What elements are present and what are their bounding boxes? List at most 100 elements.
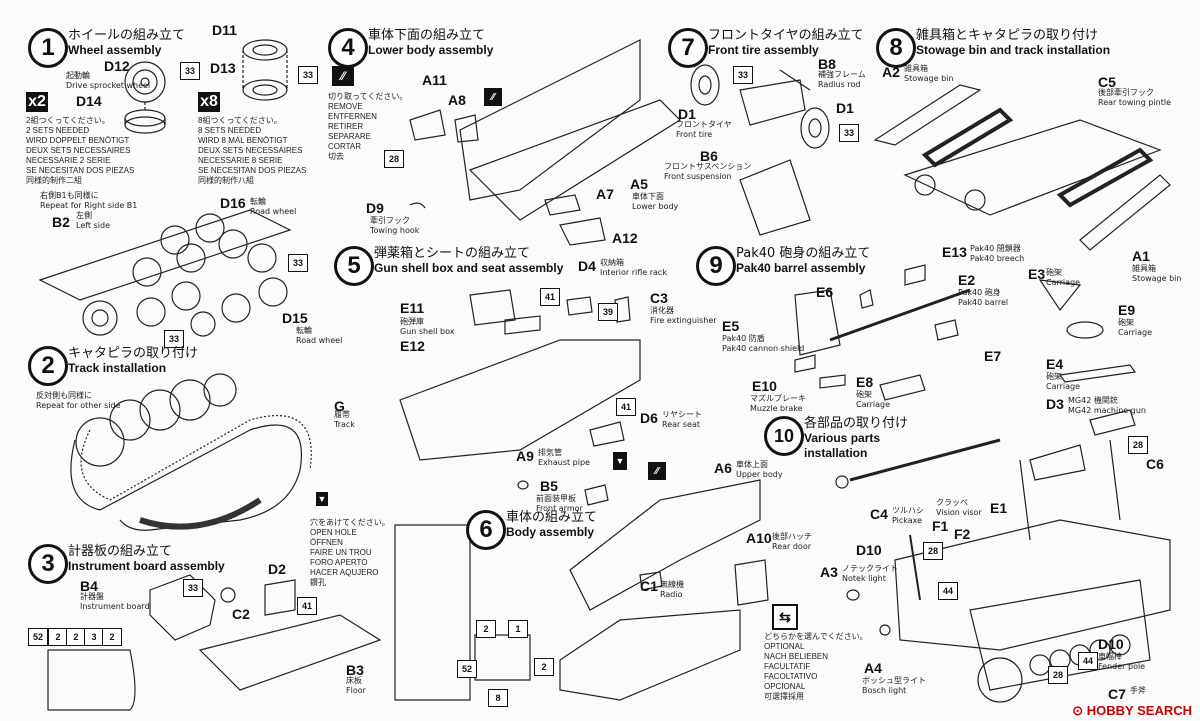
step-title-en: Lower body assembly bbox=[368, 43, 494, 57]
step-9: 9 Pak40 砲身の組み立て Pak40 barrel assembly bbox=[696, 246, 870, 286]
part-sub-jp: リヤシート bbox=[662, 410, 702, 419]
part-number-badge: 33 bbox=[733, 66, 753, 84]
part-sub-en: Notek light bbox=[842, 574, 886, 583]
part-sub-jp: 車幅棒 bbox=[1098, 652, 1122, 661]
part-label: D3 bbox=[1046, 396, 1064, 412]
part-label: E8 bbox=[856, 374, 874, 390]
part-label: A1 bbox=[1132, 248, 1150, 264]
part-sub-jp: クラッペ bbox=[936, 498, 968, 507]
part-sub-en: Rear towing pintle bbox=[1098, 98, 1171, 107]
part-label: D14 bbox=[76, 93, 102, 109]
note-en: Repeat for Right side B1 bbox=[40, 201, 138, 210]
track-drawing bbox=[70, 373, 312, 531]
part-sub-en: Front tire bbox=[676, 130, 713, 139]
part-sub-jp: 牽引フック bbox=[370, 216, 410, 225]
step-1: 1 ホイールの組み立て Wheel assembly bbox=[28, 28, 185, 68]
part-sub-en: Gun shell box bbox=[400, 327, 455, 336]
part-label: A10 bbox=[746, 530, 772, 546]
part-label: E4 bbox=[1046, 356, 1064, 372]
drill-icon: ▼ bbox=[613, 452, 627, 470]
part-label: A2 bbox=[882, 64, 900, 80]
step-7: 7 フロントタイヤの組み立て Front tire assembly bbox=[668, 28, 864, 68]
step-title-jp: ホイールの組み立て bbox=[68, 28, 186, 43]
step-number: 2 bbox=[28, 346, 68, 386]
part-sub-en: Pickaxe bbox=[892, 516, 923, 525]
part-label: C6 bbox=[1146, 456, 1164, 472]
part-number-badge: 33 bbox=[288, 254, 308, 272]
part-label: A9 bbox=[516, 448, 534, 464]
part-sub-jp: 起動輪 bbox=[66, 71, 90, 80]
x8-note: 8組つくってください。 8 SETS NEEDED WIRD 8 MAL BEN… bbox=[198, 116, 307, 185]
part-sub-jp: 雑具箱 bbox=[1132, 264, 1156, 273]
step-4: 4 車体下面の組み立て Lower body assembly bbox=[328, 28, 493, 68]
part-sub-en: Towing hook bbox=[370, 226, 420, 235]
part-label: B6 bbox=[700, 148, 718, 164]
instrument-floor-drawing bbox=[47, 524, 531, 711]
step-number: 9 bbox=[696, 246, 736, 286]
optional-note: どちらかを選んでください。 OPTIONAL NACH BELIEBEN FAC… bbox=[764, 632, 868, 701]
step-title-jp: キャタピラの取り付け bbox=[68, 346, 199, 361]
step-title-jp: Pak40 砲身の組み立て bbox=[736, 246, 871, 261]
step-number: 5 bbox=[334, 246, 374, 286]
part-label: E11 bbox=[400, 300, 425, 316]
part-label: D9 bbox=[366, 200, 384, 216]
part-sub-en: Stowage bin bbox=[1132, 274, 1182, 283]
step-title-en: Stowage bin and track installation bbox=[916, 43, 1111, 57]
part-sub-en: Drive sprocket wheel bbox=[66, 81, 151, 90]
part-sub-jp: Pak40 砲身 bbox=[958, 288, 1001, 297]
part-sub-en: Interior rifle rack bbox=[600, 268, 667, 277]
part-sub-en: Lower body bbox=[632, 202, 679, 211]
part-label: F2 bbox=[954, 526, 971, 542]
step-title-jp: 車体の組み立て bbox=[506, 510, 598, 525]
part-sub-jp: 左側 bbox=[76, 211, 92, 220]
note-jp: 反対側も同様に bbox=[36, 391, 92, 400]
part-label: D1 bbox=[836, 100, 854, 116]
step-2: 2 キャタピラの取り付け Track installation bbox=[28, 346, 198, 386]
part-sub-jp: 砲架 bbox=[1046, 372, 1062, 381]
step-number: 3 bbox=[28, 544, 68, 584]
part-label: A4 bbox=[864, 660, 882, 676]
part-label: B8 bbox=[818, 56, 836, 72]
part-sub-jp: 転輪 bbox=[250, 197, 266, 206]
part-sub-en: Muzzle brake bbox=[750, 404, 803, 413]
part-label: D1 bbox=[678, 106, 696, 122]
part-number-badge: 41 bbox=[297, 597, 317, 615]
part-sub-jp: 床板 bbox=[346, 676, 362, 685]
part-label: E1 bbox=[990, 500, 1008, 516]
part-label: C5 bbox=[1098, 74, 1116, 90]
remove-note: 切り取ってください。 REMOVE ENTFERNEN RETIRER SEPA… bbox=[328, 92, 408, 161]
part-label: D16 bbox=[220, 195, 246, 211]
part-label: D12 bbox=[104, 58, 130, 74]
body-drawing bbox=[559, 479, 769, 701]
part-label: E9 bbox=[1118, 302, 1136, 318]
part-sub-jp: 砲弾庫 bbox=[400, 317, 424, 326]
part-sub-jp: 車体上面 bbox=[736, 460, 768, 469]
x2-note: 2組つくってください。 2 SETS NEEDED WIRD DOPPELT B… bbox=[26, 116, 135, 185]
drive-sprocket-drawing bbox=[124, 61, 166, 134]
part-label: E7 bbox=[984, 348, 1002, 364]
part-number-badge: 33 bbox=[298, 66, 318, 84]
part-sub-en: Carriage bbox=[1046, 278, 1081, 287]
step-title-jp: フロントタイヤの組み立て bbox=[708, 28, 864, 43]
part-sub-jp: 排気管 bbox=[538, 448, 562, 457]
part-number-badge: 28 bbox=[384, 150, 404, 168]
part-label: C3 bbox=[650, 290, 668, 306]
part-sub-en: Track bbox=[334, 420, 355, 429]
step-number: 10 bbox=[764, 416, 804, 456]
part-number-badge: 1 bbox=[508, 620, 528, 638]
step-title-jp: 弾薬箱とシートの組み立て bbox=[374, 246, 531, 261]
road-wheel-drawing-1 bbox=[242, 39, 288, 101]
part-number-badge: 3 bbox=[84, 628, 104, 646]
part-sub-jp: 後部牽引フック bbox=[1098, 88, 1154, 97]
step-number: 4 bbox=[328, 28, 368, 68]
part-label: E3 bbox=[1028, 266, 1046, 282]
step-title-en-2: installation bbox=[804, 446, 868, 460]
note-en: Repeat for other side bbox=[36, 401, 121, 410]
part-sub-en: Fire extinguisher bbox=[650, 316, 717, 325]
part-sub-en: Carriage bbox=[1046, 382, 1081, 391]
lower-body-drawing bbox=[409, 39, 681, 246]
part-label: A6 bbox=[714, 460, 732, 476]
part-sub-en: Rear door bbox=[772, 542, 812, 551]
part-sub-en: Instrument board bbox=[80, 602, 150, 611]
part-number-badge: 33 bbox=[180, 62, 200, 80]
